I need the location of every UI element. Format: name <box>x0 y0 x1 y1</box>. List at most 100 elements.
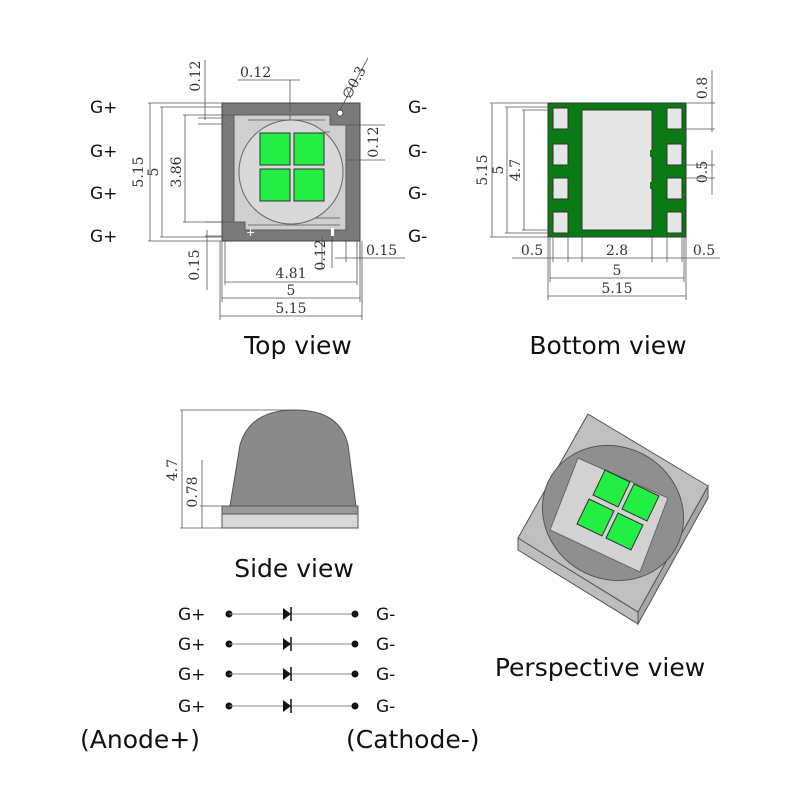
persp-led-chip-2 <box>621 483 660 522</box>
top-dim-012-top: 0.12 <box>188 60 204 91</box>
diode-symbol <box>283 638 291 650</box>
diode-symbol <box>283 700 291 712</box>
schematic-cathode-4: G- <box>376 697 395 717</box>
persp-led-chip-4 <box>605 512 644 551</box>
top-pin-right-4: G- <box>408 227 427 247</box>
side-dim-47-line <box>180 409 295 529</box>
top-hole-mark <box>336 109 344 117</box>
schematic-row: G+ G- <box>178 665 395 685</box>
bottom-dim-05: 0.5 <box>695 161 711 183</box>
perspective-view-caption: Perspective view <box>495 653 705 682</box>
bottom-dim-5-bottom: 5 <box>613 263 622 279</box>
schematic-dot <box>351 702 359 710</box>
bottom-dim-08: 0.8 <box>695 77 711 99</box>
bottom-dim-47: 4.7 <box>508 159 524 181</box>
top-dim-015-left: 0.15 <box>187 249 203 280</box>
top-dim-5-line <box>160 106 222 238</box>
bottom-pad-left-1 <box>552 107 569 130</box>
top-pin-right-1: G- <box>408 98 427 118</box>
bottom-dim-5-bottom-line <box>549 237 685 282</box>
cathode-label: (Cathode-) <box>346 725 480 754</box>
bottom-pad-right-2 <box>666 143 683 166</box>
top-dim-515-bottom: 5.15 <box>275 301 306 317</box>
top-dim-012-line <box>198 60 225 125</box>
top-plus-mark: + <box>246 226 255 239</box>
diode-symbol <box>283 668 291 680</box>
bottom-dim-515-bottom-line <box>547 237 687 300</box>
schematic-cathode-2: G- <box>376 635 395 655</box>
bottom-dim-05-line <box>686 150 715 195</box>
top-view-caption: Top view <box>243 331 352 360</box>
bottom-pad-right-4 <box>666 211 683 234</box>
bottom-dim-515-line <box>490 102 548 238</box>
bottom-pad-notch-1 <box>650 150 655 157</box>
top-dim-015-right: 0.15 <box>366 243 397 259</box>
side-dim-078: 0.78 <box>185 476 201 507</box>
schematic-cathode-3: G- <box>376 665 395 685</box>
schematic-dot <box>351 640 359 648</box>
schematic: G+ G- G+ G- G+ G- G+ <box>80 605 480 754</box>
top-pin-left-2: G+ <box>90 142 117 162</box>
schematic-dot <box>351 610 359 618</box>
top-pin-right-2: G- <box>408 142 427 162</box>
schematic-cathode-1: G- <box>376 605 395 625</box>
side-substrate <box>221 513 359 529</box>
bottom-dim-515-bottom: 5.15 <box>601 281 632 297</box>
schematic-anode-1: G+ <box>178 605 205 625</box>
schematic-anode-2: G+ <box>178 635 205 655</box>
anode-label: (Anode+) <box>80 725 200 754</box>
bottom-dim-47-line <box>522 109 553 231</box>
bottom-dim-5-line <box>505 106 548 234</box>
top-dim-386: 3.86 <box>169 156 185 187</box>
perspective-view: Perspective view <box>495 413 709 682</box>
bottom-pad-left-3 <box>552 177 569 200</box>
top-dim-481-line <box>224 241 358 285</box>
bottom-pad-left-4 <box>552 211 569 234</box>
side-view: 4.7 0.78 Side view <box>165 409 359 583</box>
top-dim-012-bottom: 0.12 <box>313 239 329 270</box>
top-pin-right-3: G- <box>408 184 427 204</box>
top-pin-left-3: G+ <box>90 184 117 204</box>
top-dim-481: 4.81 <box>275 266 306 282</box>
persp-led-chip-1 <box>592 469 631 508</box>
led-chip-2 <box>293 132 325 166</box>
bottom-dim-row1-line <box>512 237 720 262</box>
bottom-pad-right-3 <box>666 177 683 200</box>
bottom-pad-right-1 <box>666 107 683 130</box>
schematic-row: G+ G- <box>178 605 395 625</box>
side-view-caption: Side view <box>234 554 354 583</box>
top-dim-012-right-line <box>346 124 385 161</box>
top-dim-hole: ∅0.3 <box>339 64 369 102</box>
top-dim-012-bottom-line <box>321 236 333 268</box>
bottom-pad-left-2 <box>552 143 569 166</box>
top-dim-012-h-line <box>238 79 300 112</box>
schematic-anode-3: G+ <box>178 665 205 685</box>
bottom-dim-5: 5 <box>491 166 507 175</box>
side-dim-47: 4.7 <box>165 459 181 481</box>
schematic-anode-4: G+ <box>178 697 205 717</box>
bottom-dim-515: 5.15 <box>475 154 491 185</box>
top-dim-5-bottom: 5 <box>287 283 296 299</box>
top-dim-012-h: 0.12 <box>240 65 271 81</box>
bottom-dim-28: 2.8 <box>606 243 628 259</box>
persp-led-chip-3 <box>576 498 615 537</box>
bottom-view: 5.15 5 4.7 0.8 0.5 0.5 2.8 0.5 5 5.15 Bo… <box>475 70 720 360</box>
top-dim-515: 5.15 <box>131 156 147 187</box>
top-dim-015-left-line <box>205 221 222 290</box>
top-hole-leader <box>339 57 369 111</box>
schematic-row: G+ G- <box>178 697 395 717</box>
schematic-dot <box>351 670 359 678</box>
top-lens-outline <box>238 119 344 225</box>
schematic-row: G+ G- <box>178 635 395 655</box>
top-pin-left-1: G+ <box>90 98 117 118</box>
bottom-pad-notch-2 <box>650 182 655 189</box>
bottom-dim-08-line <box>686 70 715 132</box>
top-dim-5: 5 <box>146 168 162 177</box>
led-chip-4 <box>293 168 325 202</box>
top-dim-515-bottom-line <box>219 241 363 320</box>
side-dome <box>229 409 357 507</box>
top-minus-mark <box>331 228 334 236</box>
top-dim-012-right: 0.12 <box>366 126 382 157</box>
diode-symbol <box>283 608 291 620</box>
